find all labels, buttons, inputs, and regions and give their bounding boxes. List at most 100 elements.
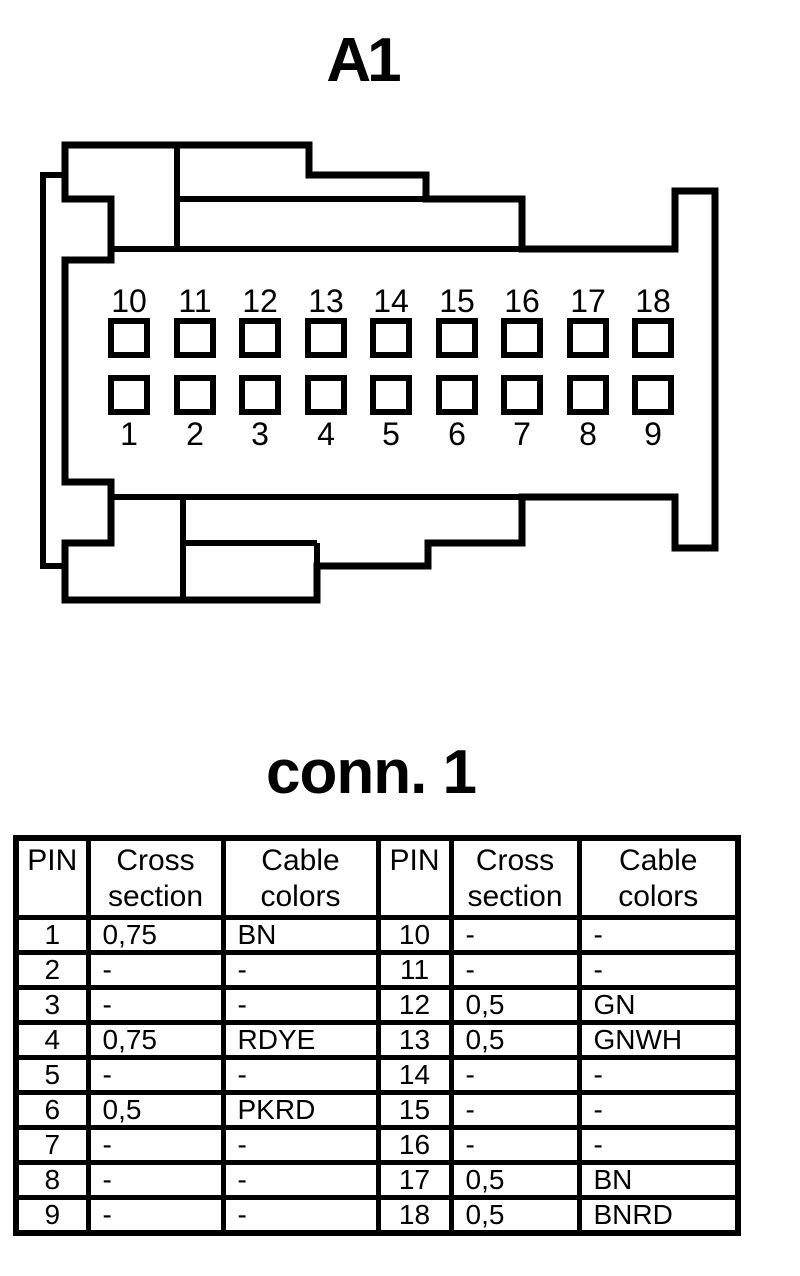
pin-slot-14 (370, 318, 412, 358)
header-pin-right: PIN (375, 835, 454, 920)
cable-color-cell: PKRD (220, 1090, 381, 1130)
cross-section-cell: - (448, 1125, 582, 1165)
pin-table: PIN Cross section Cable colors PIN Cross… (13, 835, 741, 1236)
cross-section-cell: - (448, 950, 582, 990)
table-header-row: PIN Cross section Cable colors PIN Cross… (13, 835, 741, 920)
pin-cell: 12 (375, 985, 454, 1025)
cable-color-cell: - (220, 950, 381, 990)
cable-color-cell: - (220, 1055, 381, 1095)
cross-section-cell: - (448, 1090, 582, 1130)
pin-label-3: 3 (251, 416, 269, 452)
pin-slot-11 (174, 318, 216, 358)
cross-section-cell: 0,5 (448, 985, 582, 1025)
cross-section-cell: 0,75 (85, 915, 226, 955)
cross-section-cell: 0,5 (448, 1020, 582, 1060)
pin-cell: 6 (13, 1090, 91, 1130)
table-row: 8 - - 17 0,5 BN (13, 1160, 741, 1200)
cross-section-cell: 0,5 (448, 1160, 582, 1200)
cable-color-cell: GN (576, 985, 741, 1025)
pin-slot-8 (567, 375, 609, 415)
pin-cell: 1 (13, 915, 91, 955)
pin-label-12: 12 (242, 283, 278, 319)
table-row: 9 - - 18 0,5 BNRD (13, 1195, 741, 1236)
header-cross-section-right: Cross section (448, 835, 582, 920)
pin-cell: 15 (375, 1090, 454, 1130)
table-row: 7 - - 16 - - (13, 1125, 741, 1165)
cross-section-cell: - (85, 1055, 226, 1095)
cable-color-cell: - (576, 1055, 741, 1095)
pin-slot-5 (370, 375, 412, 415)
cable-color-cell: - (220, 1195, 381, 1236)
cable-color-cell: BN (576, 1160, 741, 1200)
cross-section-cell: - (85, 1160, 226, 1200)
cross-section-cell: 0,5 (85, 1090, 226, 1130)
cross-section-cell: - (448, 915, 582, 955)
header-cross-section-left: Cross section (85, 835, 226, 920)
pin-label-2: 2 (186, 416, 204, 452)
connector-title: A1 (326, 26, 401, 95)
pin-label-7: 7 (513, 416, 531, 452)
pin-slot-17 (567, 318, 609, 358)
cross-section-cell: - (85, 1125, 226, 1165)
pin-cell: 4 (13, 1020, 91, 1060)
cable-color-cell: - (576, 950, 741, 990)
header-cable-colors-left: Cable colors (220, 835, 381, 920)
cable-color-cell: GNWH (576, 1020, 741, 1060)
pin-slot-16 (501, 318, 543, 358)
pin-label-9: 9 (644, 416, 662, 452)
pin-slot-13 (305, 318, 347, 358)
cross-section-cell: - (85, 985, 226, 1025)
pin-cell: 9 (13, 1195, 91, 1236)
cross-section-cell: - (85, 1195, 226, 1236)
cross-section-cell: 0,75 (85, 1020, 226, 1060)
pin-slot-6 (436, 375, 478, 415)
table-row: 5 - - 14 - - (13, 1055, 741, 1095)
pin-slot-7 (501, 375, 543, 415)
header-pin-left: PIN (13, 835, 91, 920)
table-row: 1 0,75 BN 10 - - (13, 915, 741, 955)
pin-slot-2 (174, 375, 216, 415)
pin-cell: 8 (13, 1160, 91, 1200)
pin-label-8: 8 (579, 416, 597, 452)
pin-slot-9 (632, 375, 674, 415)
pin-label-1: 1 (120, 416, 138, 452)
pin-label-4: 4 (317, 416, 335, 452)
pin-cell: 11 (375, 950, 454, 990)
cable-color-cell: RDYE (220, 1020, 381, 1060)
pin-label-18: 18 (635, 283, 671, 319)
cable-color-cell: - (220, 985, 381, 1025)
pin-slot-10 (108, 318, 150, 358)
cross-section-cell: - (448, 1055, 582, 1095)
cable-color-cell: - (576, 915, 741, 955)
table-row: 6 0,5 PKRD 15 - - (13, 1090, 741, 1130)
table-row: 2 - - 11 - - (13, 950, 741, 990)
cross-section-cell: 0,5 (448, 1195, 582, 1236)
pin-label-14: 14 (373, 283, 409, 319)
pin-label-16: 16 (504, 283, 540, 319)
pin-label-15: 15 (439, 283, 475, 319)
pin-cell: 2 (13, 950, 91, 990)
pin-cell: 16 (375, 1125, 454, 1165)
pin-slot-18 (632, 318, 674, 358)
pin-label-13: 13 (308, 283, 344, 319)
pin-slot-12 (239, 318, 281, 358)
pin-cell: 10 (375, 915, 454, 955)
header-cable-colors-right: Cable colors (576, 835, 741, 920)
pin-label-17: 17 (570, 283, 606, 319)
cable-color-cell: - (220, 1160, 381, 1200)
pin-cell: 7 (13, 1125, 91, 1165)
pin-slot-3 (239, 375, 281, 415)
cross-section-cell: - (85, 950, 226, 990)
pin-slot-4 (305, 375, 347, 415)
pin-cell: 17 (375, 1160, 454, 1200)
pin-slot-15 (436, 318, 478, 358)
table-title: conn. 1 (265, 738, 477, 807)
cable-color-cell: BNRD (576, 1195, 741, 1236)
table-row: 3 - - 12 0,5 GN (13, 985, 741, 1025)
cable-color-cell: BN (220, 915, 381, 955)
cable-color-cell: - (220, 1125, 381, 1165)
cable-color-cell: - (576, 1090, 741, 1130)
pin-label-5: 5 (382, 416, 400, 452)
pin-label-6: 6 (448, 416, 466, 452)
housing-outline (61, 141, 719, 604)
